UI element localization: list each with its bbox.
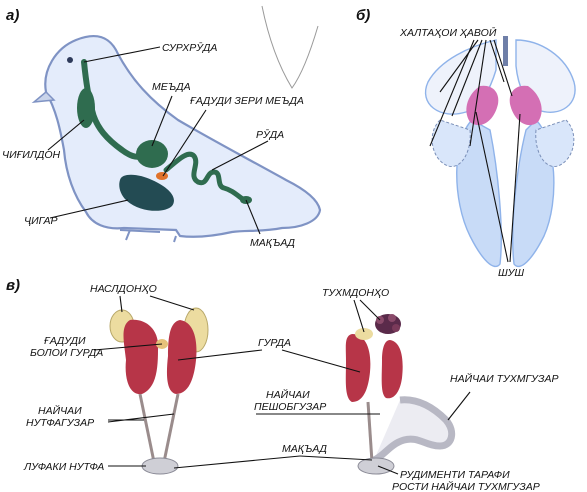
label-jigar: ҶИГАР [24,215,57,227]
panel-b-label: б) [356,7,370,24]
trachea [503,36,508,66]
label-rudimenti-2: РОСТИ НАЙЧАИ ТУХМГУЗАР [392,480,540,492]
label-rudimenti-1: РУДИМЕНТИ ТАРАФИ [400,469,510,481]
oviduct [374,400,452,460]
kidney-right [167,320,197,394]
kidney-female-right [382,340,403,398]
vas-deferens-left [140,394,154,462]
label-naychai-peshobguzar-1: НАЙЧАИ [266,388,310,401]
label-nasldonkho: НАСЛДОНҲО [90,283,157,295]
pancreas [156,172,168,180]
label-surkhruda: СУРХРӮДА [162,41,217,54]
label-khaltakhoi-khavoi: ХАЛТАҲОИ ҲАВОӢ [399,27,497,39]
label-meda: МЕЪДА [152,81,191,93]
label-chigildon: ЧИҒИЛДОН [2,149,61,161]
label-naychai-nutfaguzar-2: НУТФАГУЗАР [26,417,94,429]
label-shush: ШУШ [498,267,524,279]
label-gadudi-boloi-gurda-2: БОЛОИ ГУРДА [30,347,103,359]
crop [77,88,95,128]
label-gadudi-zeri-meda: ҒАДУДИ ЗЕРИ МЕЪДА [190,95,304,107]
cloaca-male [142,458,178,474]
label-tukhmdonkho: ТУХМДОНҲО [322,287,389,299]
label-gurda: ГУРДА [258,337,291,349]
background-curve [262,6,318,88]
label-naychai-peshobguzar-2: ПЕШОБГУЗАР [254,401,326,413]
label-lufaki-nutfa: ЛУФАКИ НУТФА [23,461,104,473]
label-gadudi-boloi-gurda-1: ҒАДУДИ [44,335,86,347]
kidney-female-left [346,334,371,402]
panel-a-label: а) [6,7,19,24]
female-urogenital [346,314,452,474]
male-urogenital [110,308,208,474]
gizzard [136,140,168,168]
label-maqad-v: МАҚЪАД [282,443,328,455]
label-naychai-nutfaguzar-1: НАЙЧАИ [38,404,82,417]
cloaca-female [358,458,394,474]
kidney-left [124,320,159,394]
label-naychai-tukhmguzar: НАЙЧАИ ТУХМГУЗАР [450,372,558,385]
gonad-female [355,328,373,340]
vas-deferens-right [164,394,178,462]
ureter-female [368,402,372,462]
panel-v-label: в) [6,277,20,294]
label-ruda: РӮДА [256,128,284,141]
label-maqad-a: МАҚЪАД [250,237,296,249]
